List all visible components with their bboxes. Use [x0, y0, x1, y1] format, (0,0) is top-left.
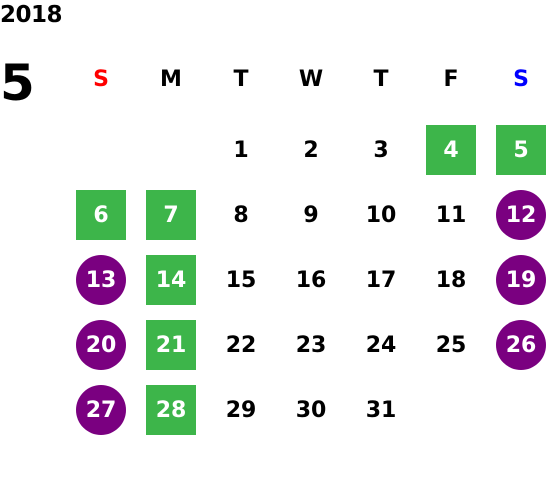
- day-cell[interactable]: 3: [373, 137, 389, 163]
- day-cell[interactable]: 9: [303, 202, 319, 228]
- day-cell[interactable]: 11: [435, 202, 467, 228]
- day-cell[interactable]: 14: [146, 255, 196, 305]
- day-cell[interactable]: 21: [146, 320, 196, 370]
- day-cell[interactable]: 22: [225, 332, 257, 358]
- day-cell[interactable]: 23: [295, 332, 327, 358]
- day-cell[interactable]: 31: [365, 397, 397, 423]
- day-cell[interactable]: 13: [76, 255, 126, 305]
- day-cell[interactable]: 17: [365, 267, 397, 293]
- day-cell[interactable]: 10: [365, 202, 397, 228]
- weekday-label: T: [373, 67, 389, 92]
- day-cell[interactable]: 1: [233, 137, 249, 163]
- day-cell[interactable]: 27: [76, 385, 126, 435]
- weekday-label: S: [513, 67, 529, 92]
- day-cell[interactable]: 5: [496, 125, 546, 175]
- day-cell[interactable]: 6: [76, 190, 126, 240]
- day-cell[interactable]: 20: [76, 320, 126, 370]
- day-cell[interactable]: 25: [435, 332, 467, 358]
- day-cell[interactable]: 30: [295, 397, 327, 423]
- month-number: 5: [0, 54, 35, 112]
- day-cell[interactable]: 29: [225, 397, 257, 423]
- weekday-label: T: [233, 67, 249, 92]
- day-cell[interactable]: 8: [233, 202, 249, 228]
- day-cell[interactable]: 28: [146, 385, 196, 435]
- day-cell[interactable]: 7: [146, 190, 196, 240]
- day-cell[interactable]: 2: [303, 137, 319, 163]
- day-cell[interactable]: 18: [435, 267, 467, 293]
- day-cell[interactable]: 24: [365, 332, 397, 358]
- day-cell[interactable]: 15: [225, 267, 257, 293]
- day-cell[interactable]: 12: [496, 190, 546, 240]
- weekday-label: M: [160, 67, 182, 92]
- day-cell[interactable]: 16: [295, 267, 327, 293]
- day-cell[interactable]: 26: [496, 320, 546, 370]
- weekday-label: F: [443, 67, 459, 92]
- weekday-label: W: [298, 67, 324, 92]
- year-label: 2018: [0, 2, 63, 28]
- weekday-label: S: [93, 67, 109, 92]
- day-cell[interactable]: 4: [426, 125, 476, 175]
- day-cell[interactable]: 19: [496, 255, 546, 305]
